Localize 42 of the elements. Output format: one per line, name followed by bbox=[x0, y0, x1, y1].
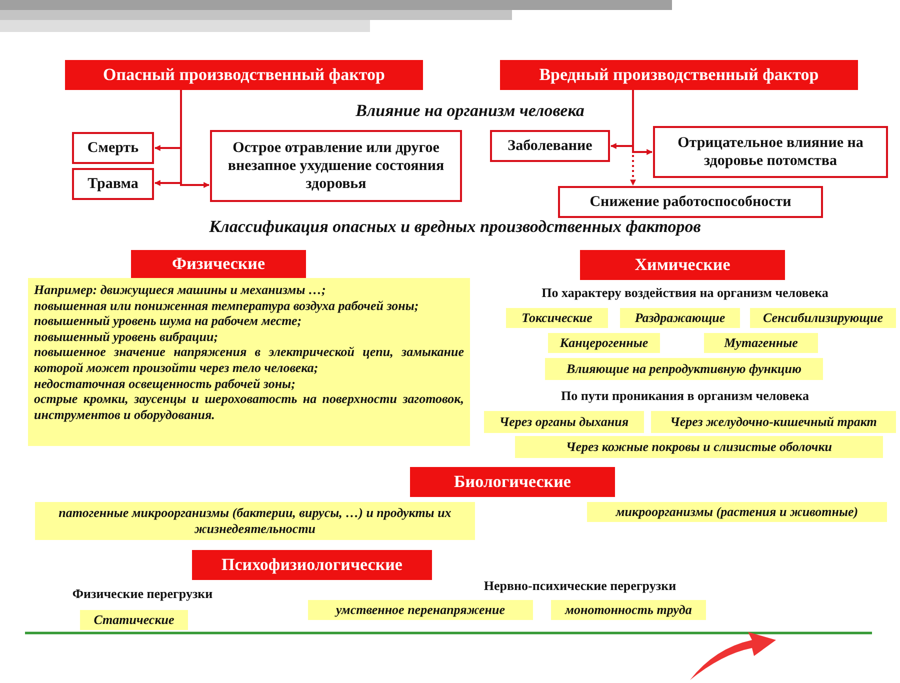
category-header: Опасный производственный фактор bbox=[65, 60, 423, 90]
factor-box: Через органы дыхания bbox=[484, 411, 644, 433]
category-header: Химические bbox=[580, 250, 785, 280]
factor-box: Через кожные покровы и слизистые оболочки bbox=[515, 436, 883, 458]
section-heading: Классификация опасных и вредных производственных факторов bbox=[208, 217, 702, 238]
category-header: Биологические bbox=[410, 467, 615, 497]
example-item: повышенный уровень шума на рабочем месте; bbox=[34, 313, 303, 329]
factor-box: Токсические bbox=[506, 308, 608, 328]
subheading: Нервно-психические перегрузки bbox=[482, 578, 678, 594]
factor-box: монотонность труда bbox=[551, 600, 706, 620]
category-header: Психофизиологические bbox=[192, 550, 432, 580]
example-item: повышенная или пониженная температура воздуха рабочей зоны; bbox=[34, 298, 420, 314]
example-item: недостаточная освещенность рабочей зоны; bbox=[34, 376, 296, 392]
subheading: По характеру воздействия на организм человека bbox=[540, 285, 830, 301]
outcome-box: Отрицательное влияние на здоровье потомства bbox=[653, 126, 888, 178]
factor-box: Мутагенные bbox=[704, 333, 818, 353]
factor-box: умственное перенапряжение bbox=[308, 600, 533, 620]
factor-box: Статические bbox=[80, 610, 188, 630]
dotted-arrow bbox=[630, 90, 636, 186]
example-item: повышенное значение напряжения в электрической цепи, замыкание которой может произойти через тело человека; bbox=[34, 344, 464, 376]
factor-box: Через желудочно-кишечный тракт bbox=[651, 411, 896, 433]
example-item: повышенный уровень вибрации; bbox=[34, 328, 220, 344]
factor-box: Канцерогенные bbox=[548, 333, 660, 353]
outcome-box: Травма bbox=[72, 168, 154, 200]
outcome-box: Заболевание bbox=[490, 130, 610, 162]
example-list-box bbox=[28, 278, 470, 446]
outcome-box: Снижение работоспособности bbox=[558, 186, 823, 218]
factor-box: Влияющие на репродуктивную функцию bbox=[545, 358, 823, 380]
example-item: острые кромки, заусенцы и шероховатость на поверхности заготовок, инструментов и оборудования. bbox=[34, 391, 464, 422]
category-header: Физические bbox=[131, 250, 306, 278]
factor-box: патогенные микроорганизмы (бактерии, вирусы, …) и продукты их жизнедеятельности bbox=[35, 502, 475, 540]
outcome-box: Острое отравление или другое внезапное ухудшение состояния здоровья bbox=[210, 130, 462, 202]
outcome-box: Смерть bbox=[72, 132, 154, 164]
factor-box: Сенсибилизирующие bbox=[750, 308, 896, 328]
section-heading: Влияние на организм человека bbox=[354, 101, 586, 122]
factor-box: Раздражающие bbox=[620, 308, 740, 328]
subheading: По пути проникания в организм человека bbox=[560, 388, 810, 404]
example-item: Например: движущиеся машины и механизмы …; bbox=[34, 282, 327, 298]
arrow bbox=[632, 90, 653, 155]
subheading: Физические перегрузки bbox=[71, 586, 214, 602]
category-header: Вредный производственный фактор bbox=[500, 60, 858, 90]
factor-box: микроорганизмы (растения и животные) bbox=[587, 502, 887, 522]
